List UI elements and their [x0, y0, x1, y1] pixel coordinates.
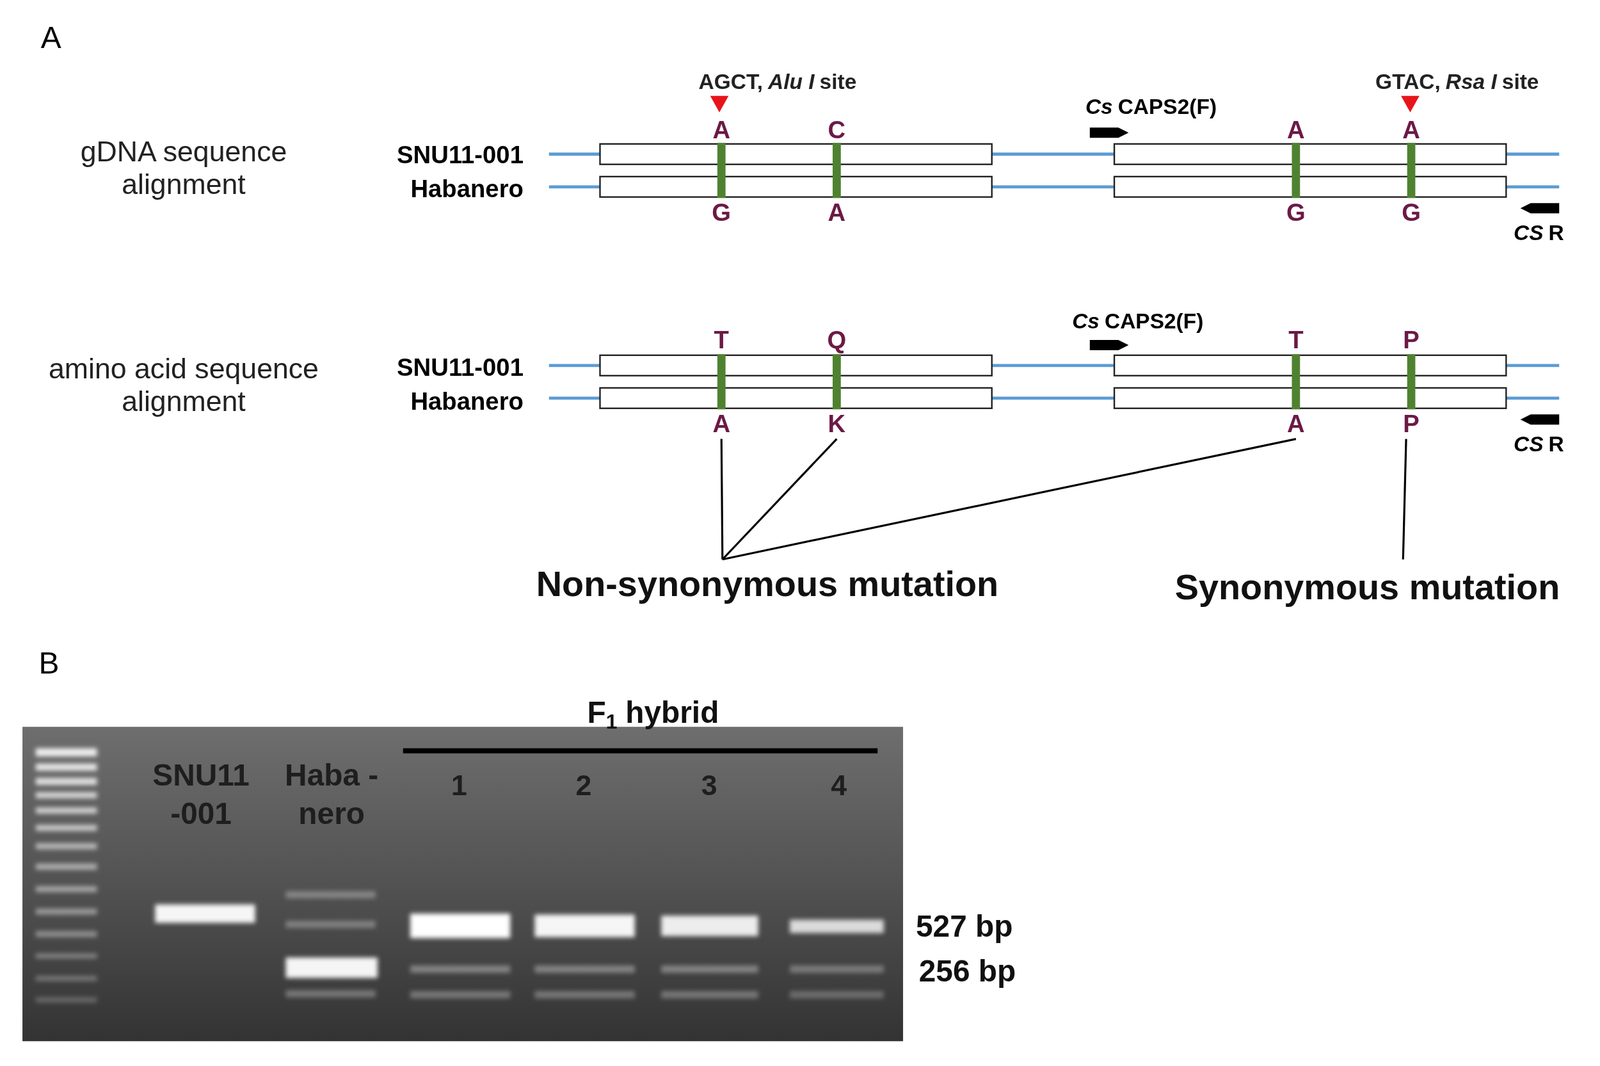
label-text: P [1402, 325, 1420, 354]
label-text: A [1287, 115, 1305, 143]
label-text: G [711, 198, 731, 226]
text-group: A [828, 198, 847, 227]
size-label: 256 bp [919, 953, 1017, 988]
text-group: A [1402, 115, 1421, 144]
text-group: K [828, 409, 847, 438]
text-group: A [712, 409, 731, 438]
label-text: A [712, 115, 731, 143]
text-group: G [1401, 198, 1421, 227]
text-group: amino acid sequence alignment [15, 352, 352, 419]
panel-letter: B [39, 645, 60, 680]
label-text: GTAC, [1375, 69, 1441, 93]
text-group: Q [827, 325, 847, 354]
label-text: A [1402, 115, 1421, 143]
size-label: 527 bp [915, 908, 1014, 943]
text-group: CsCAPS2(F) [1085, 94, 1217, 120]
lane-label: SNU11 -001 [152, 757, 250, 830]
label-text: A [828, 198, 847, 226]
text-group: A [712, 115, 731, 144]
text-group: 4 [830, 769, 847, 802]
label-text: F [586, 695, 606, 729]
text-group: AGCT,Alu Isite [698, 69, 857, 94]
text-group: CSR [1513, 220, 1565, 245]
label-text: P [1402, 409, 1420, 438]
label-text: 1 [606, 710, 618, 733]
label-text: T [714, 325, 729, 354]
label-text: 3 [701, 769, 718, 801]
text-group: Habanero [410, 174, 524, 203]
text-group: SNU11 -001 [134, 755, 267, 833]
text-group: G [711, 198, 731, 227]
label-text: A [1287, 409, 1305, 438]
text-group: 2 [576, 769, 592, 802]
label-text: CAPS2(F) [1118, 94, 1217, 119]
label-text: CAPS2(F) [1104, 309, 1204, 333]
label-text: AGCT, [698, 69, 763, 93]
sample-name: SNU11-001 [396, 140, 524, 169]
sample-name: SNU11-001 [396, 353, 524, 381]
label-text: Q [827, 325, 847, 354]
text-group: B [39, 645, 60, 681]
text-group: SNU11-001 [396, 140, 524, 169]
text-group: T [714, 325, 729, 354]
label-text: 2 [576, 769, 592, 801]
text-group: T [1288, 325, 1304, 354]
text-group: Synonymous mutation [1175, 566, 1560, 608]
label-text: Cs [1085, 94, 1113, 119]
label-text: CS [1513, 431, 1544, 456]
row-title: amino acid sequence alignment [48, 352, 319, 418]
text-group: P [1402, 325, 1420, 354]
panel-letter: A [40, 19, 62, 54]
label-text: 1 [451, 769, 468, 801]
sample-name: Habanero [410, 174, 524, 203]
text-group: C [828, 115, 847, 144]
sample-name: Habanero [410, 387, 524, 415]
label-text: G [1286, 198, 1306, 226]
label-text: CS [1513, 220, 1544, 244]
label-text: K [828, 409, 847, 438]
text-group: 1 [451, 769, 468, 802]
label-text: hybrid [625, 695, 719, 729]
label-text: Cs [1072, 309, 1100, 333]
label-text: A [712, 409, 731, 438]
mutation-label: Synonymous mutation [1175, 566, 1560, 607]
row-title: gDNA sequence alignment [80, 135, 288, 201]
text-group: 527 bp [915, 908, 1014, 944]
gel-image [22, 726, 904, 1041]
text-group: Habanero [410, 387, 524, 416]
label-text: C [828, 115, 847, 143]
label-text: Alu I [768, 69, 815, 93]
text-group: 3 [701, 769, 718, 802]
text-group: CSR [1513, 431, 1565, 456]
text-group: Haba -nero [275, 755, 388, 833]
text-group: Non-synonymous mutation [536, 563, 999, 605]
text-group: gDNA sequence alignment [35, 135, 332, 202]
mutation-label: Non-synonymous mutation [536, 563, 999, 603]
text-group: CsCAPS2(F) [1072, 309, 1204, 334]
text-group: SNU11-001 [396, 353, 524, 382]
text-group: A [1287, 409, 1305, 438]
label-text: site [1502, 69, 1540, 93]
label-text: site [819, 69, 857, 93]
text-group: 256 bp [919, 953, 1017, 989]
lane-label: Haba -nero [284, 757, 379, 830]
label-text: R [1548, 431, 1565, 456]
gene-structure [549, 96, 1560, 214]
label-text: Rsa I [1445, 69, 1497, 93]
text-group: G [1286, 198, 1306, 227]
text-group: F1 hybrid [586, 695, 719, 735]
label-text: 4 [830, 769, 847, 801]
text-group: A [40, 19, 62, 56]
label-text: T [1288, 325, 1304, 354]
label-text: R [1548, 220, 1565, 244]
text-group: A [1287, 115, 1305, 144]
label-text: G [1401, 198, 1421, 226]
leader-lines [721, 439, 1407, 560]
text-group: GTAC,Rsa Isite [1375, 69, 1539, 94]
text-group: P [1402, 409, 1420, 438]
